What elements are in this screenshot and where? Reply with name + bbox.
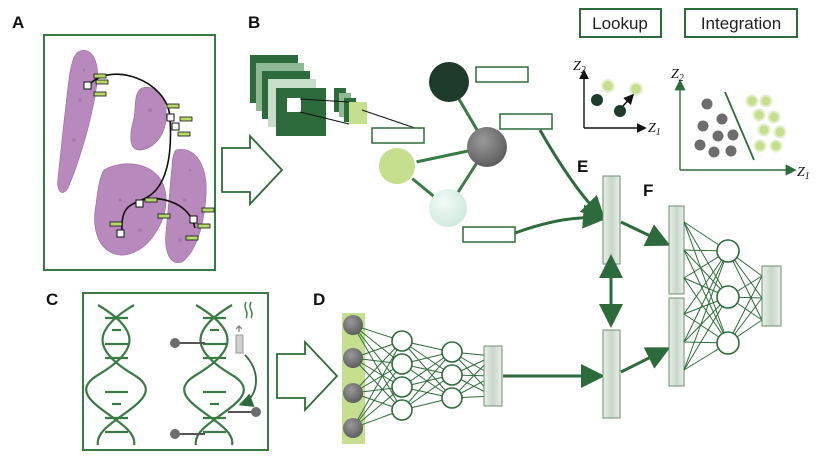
lookup-y-label: Z2 [573, 59, 586, 76]
fusion-hidden-nodes [716, 239, 740, 355]
latent-point [591, 94, 603, 106]
tissue-section [94, 163, 167, 256]
flow-arrow [538, 129, 606, 221]
receptive-field [287, 98, 301, 112]
integration-y-label: Z2 [671, 67, 684, 84]
encoder-connections [352, 324, 494, 429]
integration-x-label: Z1 [797, 165, 810, 182]
panel-label-d: D [313, 290, 325, 309]
flow-arrow-icon [276, 339, 339, 413]
flow-arrow [514, 204, 607, 235]
fusion-input-top [668, 205, 685, 295]
panel-label-e: E [577, 157, 588, 176]
node-embedding [462, 226, 516, 243]
projection-line [299, 111, 350, 125]
fusion-input-bottom [668, 297, 685, 387]
graph-node [467, 127, 507, 167]
genomic-embedding-e [602, 329, 621, 419]
panel-label-c: C [46, 290, 58, 309]
patch-graph [377, 62, 553, 243]
fusion-connections [683, 221, 763, 371]
fusion-output [761, 265, 782, 327]
genomics-frame [82, 292, 269, 451]
tissue-sections [57, 50, 207, 263]
lookup-button-frame[interactable] [579, 8, 662, 38]
genomics-panel [82, 292, 269, 451]
lookup-latent-plot: Z2 Z1 [573, 59, 661, 138]
genomic-encoder [342, 313, 503, 444]
slide-image-panel [43, 34, 216, 271]
input-nodes [343, 315, 363, 438]
input-feature-bar [342, 313, 365, 444]
feature-map-small [349, 102, 367, 124]
panel-label-f: F [643, 181, 653, 200]
graph-node [377, 146, 417, 186]
patch-markers [83, 81, 198, 238]
integration-button-frame[interactable] [684, 8, 798, 38]
histology-embedding [602, 175, 621, 265]
node-embedding [475, 66, 529, 83]
patch-feature-tags [93, 73, 215, 241]
shared-embedding-pair [599, 175, 623, 419]
traversal-path [87, 73, 172, 233]
tissue-section [130, 87, 167, 151]
green-cluster [745, 94, 787, 153]
gene-markers [170, 301, 261, 439]
graph-node [429, 62, 469, 102]
dna-helix-icon [85, 304, 147, 446]
lookup-arrow [622, 93, 635, 107]
integration-button-label: Integration [701, 14, 781, 33]
genomic-embedding [483, 345, 503, 407]
node-embedding [499, 113, 553, 130]
flow-arrow [620, 347, 671, 374]
panel-label-b: B [248, 13, 260, 32]
integration-latent-plot: Z2 Z1 [671, 67, 810, 182]
projection-line [361, 109, 416, 129]
lookup-button-label: Lookup [592, 14, 648, 33]
dna-helix-icon [183, 304, 245, 446]
tissue-texture [72, 68, 192, 242]
flow-arrow [620, 220, 671, 247]
patch-embedding-stack [250, 55, 425, 144]
embedding-vector [371, 127, 425, 144]
latent-point [629, 82, 643, 96]
lookup-x-label: Z1 [648, 121, 661, 138]
integration-tab[interactable]: Integration [684, 8, 798, 38]
tissue-section [165, 149, 207, 263]
grey-cluster [694, 98, 739, 158]
fusion-network [668, 205, 782, 387]
graph-node [429, 189, 467, 227]
hidden-nodes [391, 330, 463, 421]
latent-point [614, 105, 626, 117]
latent-point [601, 79, 615, 93]
lookup-tab[interactable]: Lookup [579, 8, 662, 38]
decision-boundary [724, 91, 755, 161]
panel-label-a: A [12, 13, 24, 32]
flow-arrow-icon [221, 133, 284, 207]
projection-line [299, 98, 350, 103]
